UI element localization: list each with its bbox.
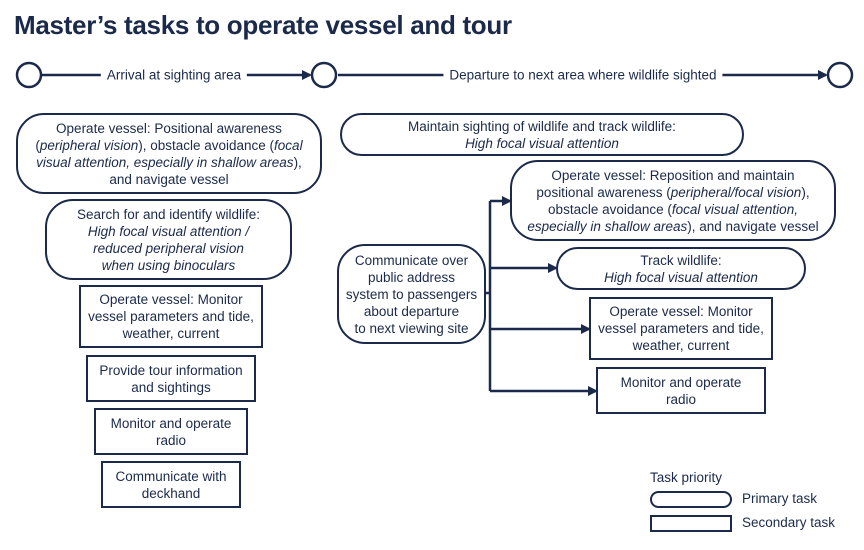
timeline-arrival-node (310, 61, 338, 89)
legend-primary-swatch (650, 491, 732, 508)
legend-secondary-label: Secondary task (742, 515, 836, 530)
legend-title: Task priority (650, 470, 723, 485)
departure-label: Departure to next area where wildlife si… (443, 67, 723, 83)
timeline-start-node (15, 61, 43, 89)
task-monitor-radio: Monitor and operate radio (94, 408, 248, 455)
task-provide-tour-info: Provide tour information and sightings (86, 355, 256, 402)
task-reposition-vessel: Operate vessel: Reposition and maintain … (510, 160, 836, 241)
task-monitor-vessel-parameters-right: Operate vessel: Monitor vessel parameter… (589, 297, 773, 360)
task-operate-vessel-positional: Operate vessel: Positional awareness (pe… (16, 113, 322, 194)
task-track-wildlife: Track wildlife: High focal visual attent… (556, 247, 806, 290)
diagram-title: Master’s tasks to operate vessel and tou… (14, 10, 512, 40)
task-search-identify-wildlife: Search for and identify wildlife: High f… (45, 199, 292, 280)
timeline-end-node (826, 61, 854, 89)
task-monitor-radio-right: Monitor and operate radio (596, 367, 766, 414)
task-communicate-deckhand: Communicate with deckhand (101, 461, 241, 508)
task-communicate-passengers: Communicate over public address system t… (337, 244, 486, 344)
legend-secondary-swatch (650, 515, 732, 532)
legend-primary-label: Primary task (742, 491, 818, 506)
arrival-label: Arrival at sighting area (100, 67, 248, 83)
task-monitor-vessel-parameters: Operate vessel: Monitor vessel parameter… (79, 285, 263, 348)
task-maintain-sighting: Maintain sighting of wildlife and track … (340, 113, 744, 156)
